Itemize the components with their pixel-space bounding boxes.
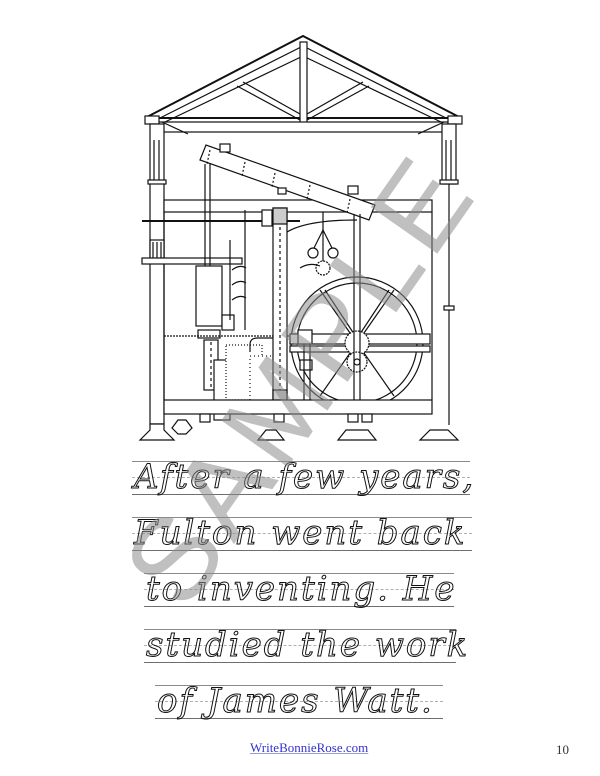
guide-base-line (155, 718, 443, 719)
guide-base-line (132, 550, 472, 551)
guide-base-line (144, 606, 454, 607)
guide-mid-line (132, 533, 472, 534)
roof-truss (144, 34, 463, 135)
guide-top-line (132, 517, 472, 518)
guide-mid-line (144, 645, 456, 646)
handwriting-line-4: studied the work (144, 625, 468, 666)
page-number: 10 (556, 742, 569, 757)
guide-top-line (155, 685, 443, 686)
guide-mid-line (144, 589, 454, 590)
central-column (261, 207, 358, 409)
base-foundation (138, 399, 460, 441)
handwriting-line-3: to inventing. He (144, 569, 455, 610)
guide-top-line (144, 573, 454, 574)
handwriting-line-1: After a few years, (132, 457, 474, 498)
guide-mid-line (155, 701, 443, 702)
tracing-text: Fulton went back (133, 513, 467, 554)
guide-mid-line (132, 477, 470, 478)
tracing-text: After a few years, (133, 457, 476, 498)
governor (299, 212, 339, 276)
tracing-text: to inventing. He (146, 569, 457, 610)
tracing-text: of James Watt. (157, 681, 434, 722)
handwriting-line-5: of James Watt. (155, 681, 443, 722)
rocking-beam (199, 143, 376, 221)
steam-engine-illustration (138, 34, 463, 441)
flywheel (289, 214, 431, 410)
handwriting-line-2: Fulton went back (132, 513, 472, 554)
website-link[interactable]: WriteBonnieRose.com (250, 740, 369, 755)
guide-base-line (132, 494, 470, 495)
guide-top-line (144, 629, 456, 630)
tracing-text: studied the work (145, 625, 470, 666)
guide-base-line (144, 662, 456, 663)
guide-top-line (132, 461, 470, 462)
